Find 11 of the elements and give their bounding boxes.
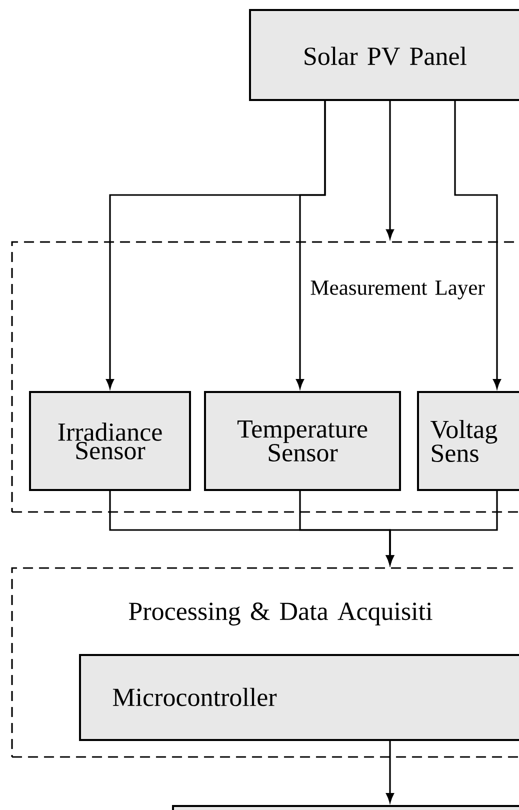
process-box: Voltag Sens xyxy=(417,391,519,491)
arrow xyxy=(296,101,326,388)
arrow xyxy=(386,741,394,802)
arrow xyxy=(386,491,498,565)
arrow xyxy=(386,101,394,239)
process-box: Temperature Sensor xyxy=(204,391,401,491)
arrow xyxy=(454,101,501,388)
process-box: Irradiance Sensor xyxy=(29,391,191,491)
process-box: Microcontroller xyxy=(79,654,519,741)
empty-box xyxy=(172,805,519,810)
process-box: Solar PV Panel xyxy=(249,9,519,101)
